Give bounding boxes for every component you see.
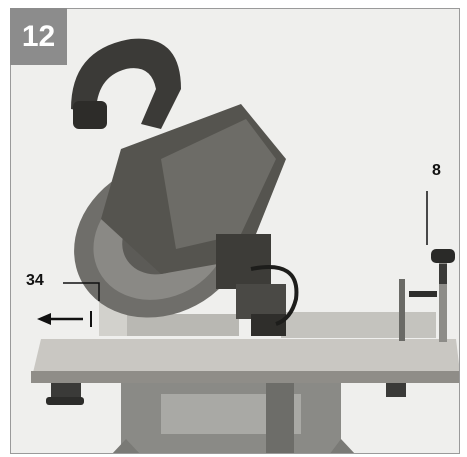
saw-stand (46, 379, 406, 453)
adjust-knob (439, 264, 447, 284)
direction-arrow (37, 311, 92, 327)
saw-handle (71, 38, 181, 129)
callout-leaders (63, 191, 428, 301)
motor-housing (101, 104, 286, 336)
product-photo (10, 8, 460, 454)
callout-label-8: 8 (432, 162, 441, 179)
saw-table (31, 339, 459, 383)
miter-saw-illustration (11, 9, 459, 453)
figure-number-badge: 12 (10, 8, 67, 65)
callout-label-34: 34 (26, 272, 44, 289)
